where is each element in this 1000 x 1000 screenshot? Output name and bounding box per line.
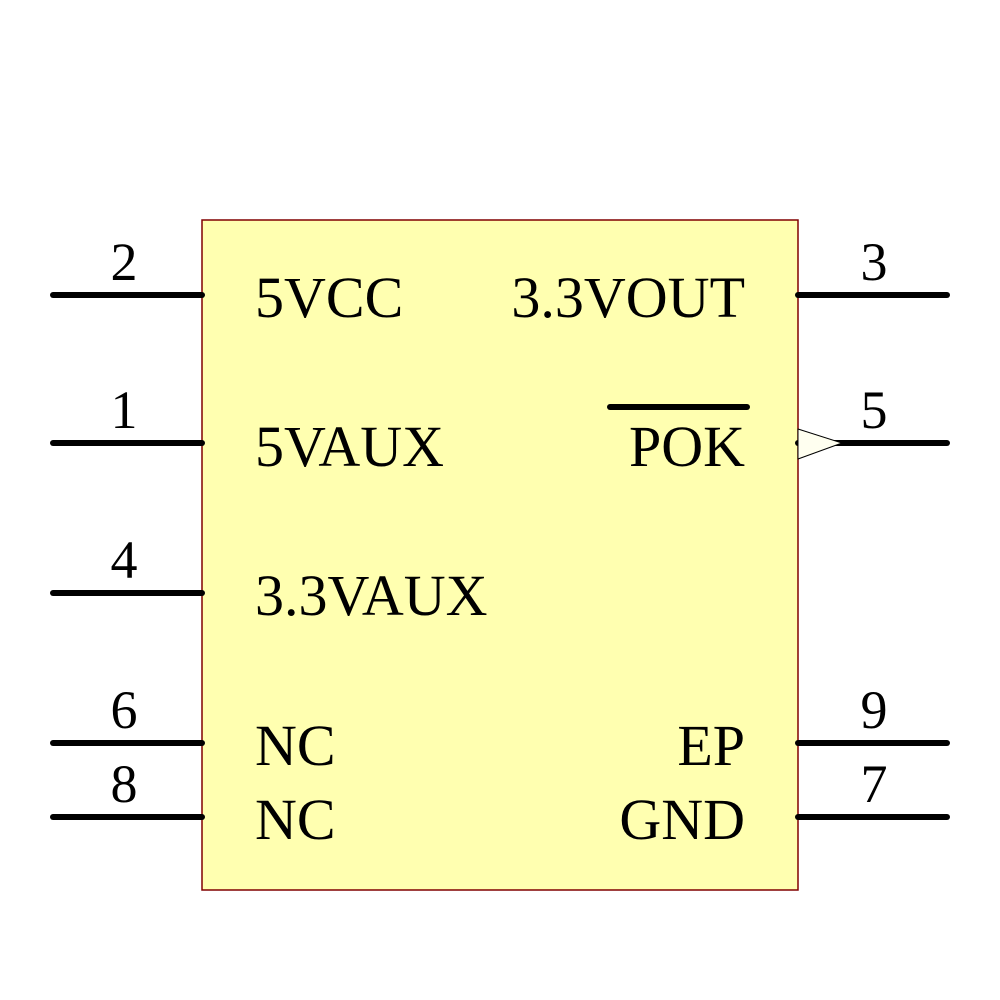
output-triangle-icon bbox=[797, 428, 844, 460]
pin-number: 7 bbox=[861, 754, 888, 814]
pin-label: 3.3VAUX bbox=[255, 563, 488, 628]
pin-3[interactable]: 3 3.3VOUT bbox=[511, 232, 950, 330]
pin-number: 5 bbox=[861, 380, 888, 440]
pin-number: 3 bbox=[861, 232, 888, 292]
pin-8[interactable]: 8 NC bbox=[50, 754, 336, 852]
component-body[interactable] bbox=[201, 219, 799, 891]
pin-number: 8 bbox=[111, 754, 138, 814]
pin-label: 5VAUX bbox=[255, 414, 444, 479]
pin-number: 2 bbox=[111, 232, 138, 292]
pin-5[interactable]: 5 POK bbox=[607, 380, 950, 479]
pin-9[interactable]: 9 EP bbox=[677, 680, 950, 778]
pin-label: EP bbox=[677, 713, 745, 778]
pin-2[interactable]: 2 5VCC bbox=[50, 232, 403, 330]
pin-6[interactable]: 6 NC bbox=[50, 680, 336, 778]
pin-number: 9 bbox=[861, 680, 888, 740]
pin-label: NC bbox=[255, 713, 336, 778]
pin-number: 6 bbox=[111, 680, 138, 740]
pin-label: 5VCC bbox=[255, 265, 403, 330]
pin-label: 3.3VOUT bbox=[511, 265, 745, 330]
pin-7[interactable]: 7 GND bbox=[619, 754, 950, 852]
pin-label: GND bbox=[619, 787, 745, 852]
pin-1[interactable]: 1 5VAUX bbox=[50, 380, 444, 479]
pin-number: 4 bbox=[111, 530, 138, 590]
pin-4[interactable]: 4 3.3VAUX bbox=[50, 530, 488, 628]
pin-label: NC bbox=[255, 787, 336, 852]
pin-label: POK bbox=[629, 414, 745, 479]
pin-number: 1 bbox=[111, 380, 138, 440]
